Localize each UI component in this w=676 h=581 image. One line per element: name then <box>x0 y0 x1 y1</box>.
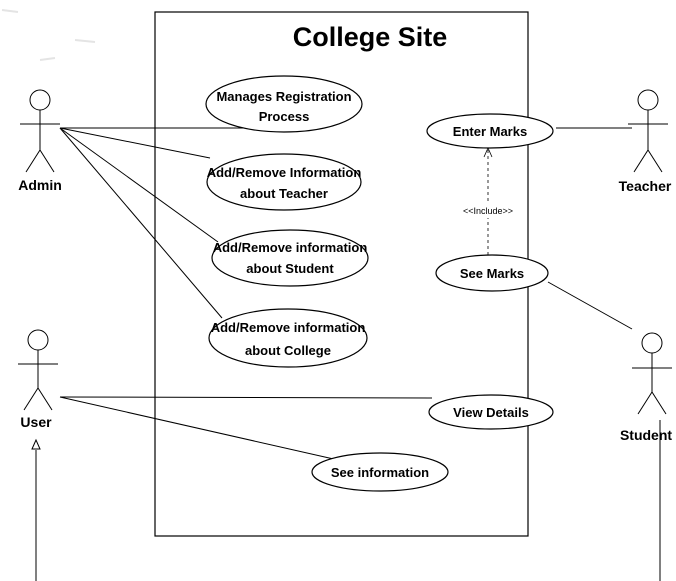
svg-text:about Student: about Student <box>246 261 334 276</box>
assoc-user-seeinfo <box>59 396 339 461</box>
svg-text:about Teacher: about Teacher <box>240 186 328 201</box>
svg-text:Add/Remove information: Add/Remove information <box>211 320 366 335</box>
svg-text:Enter Marks: Enter Marks <box>453 124 527 139</box>
actor-admin <box>20 89 60 173</box>
svg-text:Manages Registration: Manages Registration <box>216 89 351 104</box>
use-case-enter-marks: Enter Marks <box>426 113 554 149</box>
svg-text:View Details: View Details <box>453 405 529 420</box>
svg-text:Add/Remove Information: Add/Remove Information <box>207 165 362 180</box>
use-case-college-information: Add/Remove information about College <box>208 308 368 368</box>
actor-label-user: User <box>20 414 52 430</box>
assoc-user-viewdetails <box>59 396 433 399</box>
generalization-arrowhead <box>31 438 41 450</box>
include-label: <<Include>> <box>463 206 513 216</box>
actor-teacher <box>628 89 668 173</box>
include-label-bg <box>456 204 520 218</box>
scan-artifacts <box>1 9 96 61</box>
assoc-student-seemarks <box>547 281 633 330</box>
assoc-admin-student <box>59 127 219 243</box>
use-case-student-information: Add/Remove information about Student <box>211 229 369 287</box>
use-case-manages-registration: Manages Registration Process <box>205 75 363 133</box>
svg-text:Add/Remove information: Add/Remove information <box>213 240 368 255</box>
assoc-admin-college <box>59 127 223 319</box>
svg-text:about College: about College <box>245 343 331 358</box>
svg-text:Process: Process <box>259 109 310 124</box>
actor-label-admin: Admin <box>18 177 62 193</box>
use-case-see-marks: See Marks <box>435 254 549 292</box>
use-case-teacher-information: Add/Remove Information about Teacher <box>206 153 362 211</box>
actor-label-student: Student <box>620 427 672 443</box>
assoc-admin-teacher <box>59 127 211 159</box>
svg-text:See information: See information <box>331 465 429 480</box>
actor-label-teacher: Teacher <box>619 178 672 194</box>
system-title: College Site <box>293 22 448 52</box>
actor-student <box>632 332 672 415</box>
use-case-see-information: See information <box>311 452 449 492</box>
use-case-view-details: View Details <box>428 394 554 430</box>
actor-user <box>18 329 58 411</box>
svg-text:See Marks: See Marks <box>460 266 524 281</box>
